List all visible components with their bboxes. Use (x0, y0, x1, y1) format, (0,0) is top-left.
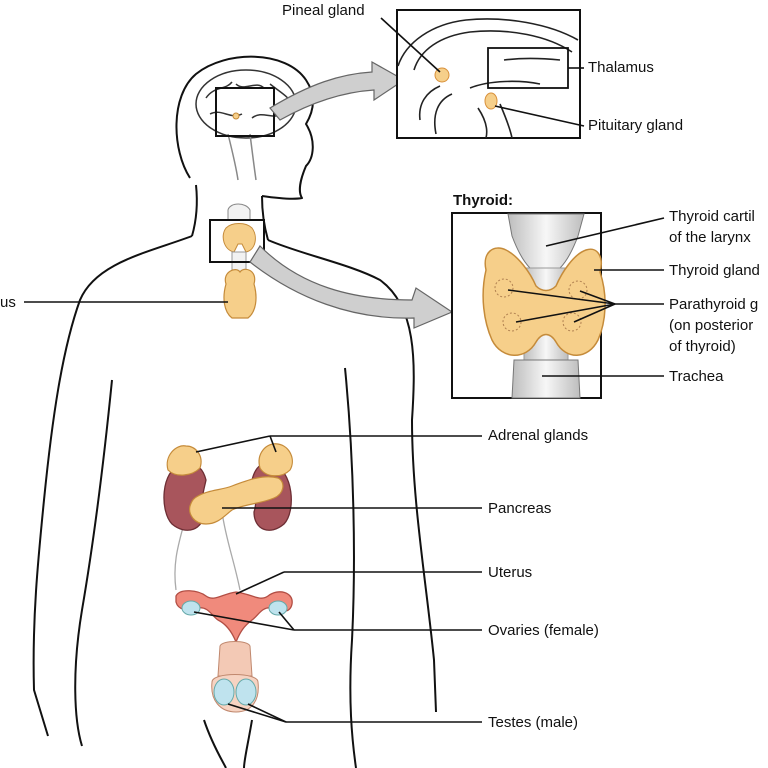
right-ovary (268, 600, 288, 616)
left-testis (213, 678, 235, 706)
head-outline (175, 55, 314, 200)
label-thyroid-gland: Thyroid gland (669, 262, 760, 279)
label-thalamus: Thalamus (588, 59, 654, 76)
neck-thyroid (222, 203, 257, 319)
abdomen-organs (163, 443, 293, 591)
label-pituitary-gland: Pituitary gland (588, 117, 684, 134)
right-adrenal (258, 443, 293, 477)
parathyroid-glands (494, 278, 588, 332)
brain-inset (396, 9, 581, 139)
neck-left (191, 184, 198, 237)
label-testes: Testes (male) (488, 714, 579, 731)
label-ovaries: Ovaries (female) (488, 622, 599, 639)
thyroid-inset (451, 212, 606, 399)
leader-lines (24, 17, 665, 723)
pancreas-shape (189, 476, 284, 525)
label-trachea: Trachea (669, 368, 724, 385)
thyroid-gland-shape (482, 247, 606, 356)
label-adrenal-glands: Adrenal glands (488, 427, 589, 444)
reproductive-female (175, 590, 293, 644)
uterus-shape (175, 590, 293, 644)
arm-right-inner (344, 367, 357, 768)
body-outline (32, 55, 437, 768)
leg-right (243, 719, 253, 768)
label-uterus: Uterus (488, 564, 533, 581)
thyroid-arrow (249, 245, 454, 329)
label-parathyroid-2: (on posterior (669, 317, 754, 334)
left-adrenal (166, 445, 202, 476)
brain-arrow (269, 60, 406, 121)
thymus-shape (223, 268, 257, 319)
label-thymus: us (0, 294, 16, 311)
torso-left (32, 235, 193, 737)
label-parathyroid-3: of thyroid) (669, 338, 736, 355)
label-thyroid-cartilage-2: of the larynx (669, 229, 751, 246)
small-pineal-dot (232, 112, 240, 120)
arm-left-inner (74, 379, 113, 747)
label-parathyroid-1: Parathyroid g (669, 296, 759, 313)
neck-right (261, 195, 269, 241)
leg-left (203, 719, 227, 768)
label-pineal-gland: Pineal gland (282, 2, 365, 19)
label-thyroid-cartilage-1: Thyroid cartil (669, 208, 755, 225)
label-pancreas: Pancreas (488, 500, 552, 517)
right-testis (235, 678, 257, 706)
pituitary-gland-shape (484, 92, 498, 110)
label-thyroid-heading: Thyroid: (453, 192, 513, 209)
neck-zoom-box (209, 219, 265, 263)
reproductive-male (211, 641, 259, 713)
brain (195, 69, 297, 181)
